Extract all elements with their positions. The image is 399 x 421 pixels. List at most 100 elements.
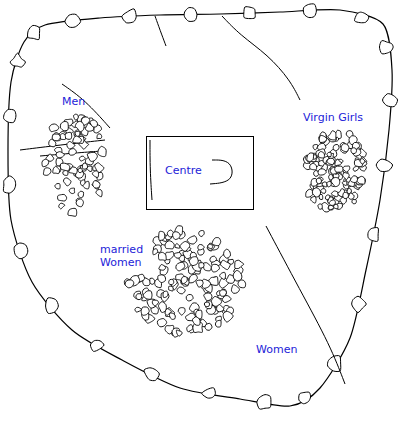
person-mark — [215, 320, 221, 327]
person-mark — [196, 280, 203, 287]
person-mark — [174, 253, 181, 259]
person-mark — [208, 244, 213, 249]
person-mark — [180, 241, 190, 251]
person-mark — [78, 168, 82, 172]
person-mark — [211, 264, 219, 272]
person-mark — [327, 158, 334, 164]
wall-posts — [3, 4, 397, 409]
wall-post — [90, 340, 104, 351]
person-mark — [322, 182, 327, 187]
person-mark — [177, 287, 185, 294]
person-mark — [157, 319, 166, 327]
person-mark — [169, 286, 174, 291]
person-mark — [335, 159, 342, 166]
area-label: married Women — [100, 244, 146, 269]
person-mark — [360, 158, 365, 164]
person-mark — [60, 163, 69, 171]
person-mark — [217, 305, 224, 312]
wall-post — [10, 53, 25, 67]
person-mark — [328, 131, 336, 140]
person-mark — [205, 323, 212, 330]
person-mark — [97, 134, 102, 139]
person-mark — [318, 152, 324, 158]
person-mark — [82, 163, 87, 169]
person-mark — [335, 166, 343, 172]
wall-post — [202, 388, 216, 398]
person-mark — [181, 277, 189, 286]
person-mark — [170, 313, 176, 320]
person-mark — [203, 263, 211, 271]
ground-lines — [20, 16, 345, 384]
person-mark — [165, 241, 174, 249]
person-mark — [152, 300, 158, 306]
person-mark — [175, 243, 180, 248]
person-mark — [92, 180, 99, 189]
person-mark — [53, 133, 62, 141]
person-mark — [357, 176, 365, 184]
person-mark — [165, 309, 171, 316]
ground-line — [155, 16, 166, 46]
person-mark — [69, 167, 78, 174]
person-mark — [318, 204, 322, 209]
person-mark — [176, 330, 182, 336]
person-mark — [181, 277, 187, 284]
person-mark — [307, 153, 314, 162]
person-mark — [159, 231, 165, 240]
person-mark — [331, 191, 338, 197]
person-mark — [68, 208, 77, 216]
wall-post — [3, 176, 15, 193]
person-mark — [73, 114, 78, 120]
wall-post — [368, 228, 379, 242]
building-name: Centre — [165, 165, 202, 178]
person-mark — [212, 238, 221, 246]
person-mark — [343, 192, 349, 198]
person-mark — [153, 249, 158, 255]
person-mark — [199, 263, 204, 268]
area-label: Men — [62, 96, 85, 109]
person-mark — [158, 252, 166, 260]
person-mark — [231, 285, 239, 294]
person-mark — [165, 252, 174, 260]
person-mark — [75, 121, 84, 131]
person-mark — [163, 291, 168, 298]
person-mark — [143, 291, 152, 300]
wall-post — [184, 8, 197, 22]
wall-post — [352, 296, 367, 312]
person-mark — [210, 256, 217, 262]
person-mark — [342, 166, 349, 172]
ground-line — [20, 140, 105, 150]
person-mark — [235, 260, 244, 268]
person-mark — [313, 144, 318, 149]
person-mark — [49, 124, 59, 132]
person-mark — [79, 156, 85, 161]
person-mark — [187, 325, 193, 332]
person-mark — [63, 178, 71, 186]
person-mark — [141, 307, 149, 315]
person-mark — [52, 134, 60, 141]
person-mark — [223, 311, 233, 322]
wall-post — [257, 395, 271, 410]
area-label: Women — [256, 344, 297, 357]
area-label: Virgin Girls — [303, 112, 363, 125]
person-mark — [96, 190, 102, 197]
person-mark — [60, 133, 65, 139]
person-mark — [58, 194, 67, 201]
wall-post — [299, 392, 311, 404]
person-mark — [80, 180, 85, 186]
person-mark — [135, 307, 141, 312]
wall-post — [28, 25, 40, 39]
person-mark — [311, 197, 317, 204]
person-mark — [173, 232, 181, 240]
person-mark — [198, 245, 204, 250]
person-mark — [224, 249, 231, 258]
person-mark — [43, 168, 51, 176]
wall-post — [383, 94, 398, 107]
person-mark — [63, 171, 68, 176]
person-mark — [56, 152, 64, 158]
person-mark — [204, 302, 209, 307]
person-mark — [312, 188, 320, 197]
person-mark — [327, 181, 332, 187]
person-mark — [136, 294, 142, 300]
person-mark — [98, 146, 106, 156]
